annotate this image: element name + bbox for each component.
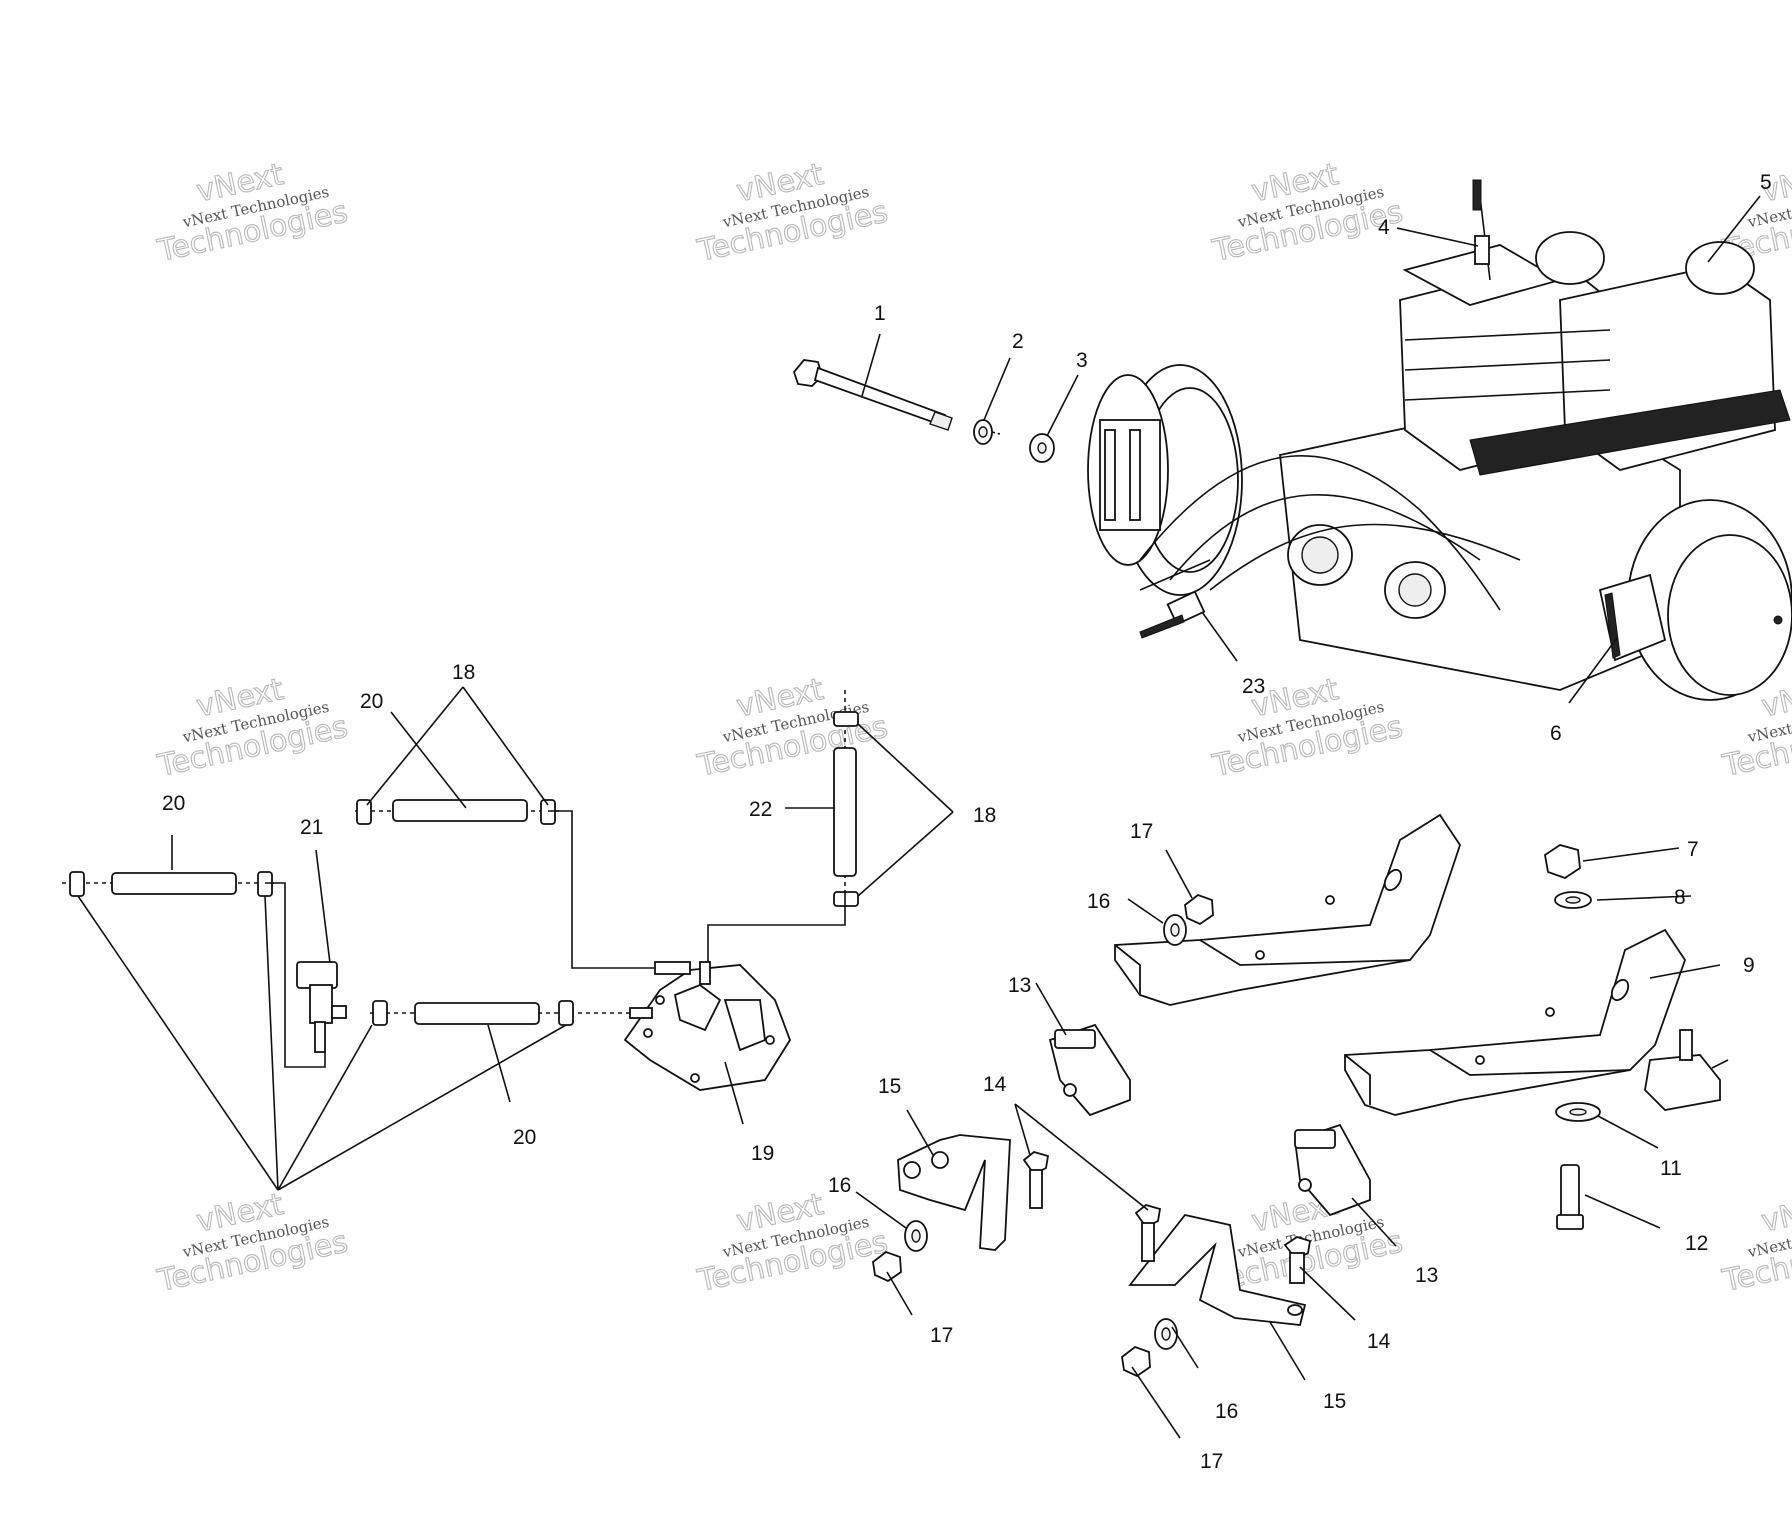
- callout-23: 23: [1242, 675, 1265, 698]
- callout-17b: 17: [930, 1324, 953, 1347]
- callout-20a: 20: [360, 690, 383, 713]
- callout-7: 7: [1687, 838, 1699, 861]
- callout-16b: 16: [828, 1174, 851, 1197]
- callout-4: 4: [1378, 216, 1390, 239]
- callout-labels: 1 2 3 4 5 6 7 8 9 11 12 13 13 14 14 15 1…: [162, 171, 1772, 1473]
- engine-assembly: [1087, 179, 1792, 701]
- bolt-and-washers: [792, 359, 1055, 463]
- callout-11: 11: [1660, 1157, 1682, 1180]
- watermark-1: vNext vNext Technologies Technologies: [153, 156, 351, 269]
- callout-15b: 15: [1323, 1390, 1346, 1413]
- callout-18a: 18: [452, 661, 475, 684]
- watermark-2: vNext vNext Technologies Technologies: [693, 156, 891, 269]
- callout-17c: 17: [1200, 1450, 1223, 1473]
- callout-16c: 16: [1215, 1400, 1238, 1423]
- watermark-6: vNext vNext Technologies Technologies: [693, 671, 891, 784]
- nuts-and-washers: [872, 844, 1601, 1378]
- watermark-5: vNext vNext Technologies Technologies: [153, 671, 351, 784]
- callout-14b: 14: [1367, 1330, 1391, 1353]
- mount-brackets: [897, 1134, 1307, 1326]
- callout-19: 19: [751, 1142, 774, 1165]
- callout-18b: 18: [973, 804, 996, 827]
- callout-12: 12: [1685, 1232, 1708, 1255]
- callout-2: 2: [1012, 330, 1024, 353]
- callout-6: 6: [1550, 722, 1562, 745]
- watermark-3: vNext vNext Technologies Technologies: [1208, 156, 1406, 269]
- mount-bolts: [1022, 1151, 1584, 1284]
- callout-8: 8: [1674, 886, 1686, 909]
- callout-22: 22: [749, 798, 772, 821]
- callout-20c: 20: [513, 1126, 536, 1149]
- mount-plates: [1114, 813, 1686, 1116]
- callout-14a: 14: [983, 1073, 1007, 1096]
- callout-13a: 13: [1008, 974, 1031, 997]
- watermark-12: vNext vNext Technologies Technologies: [1718, 1186, 1792, 1299]
- watermark-9: vNext vNext Technologies Technologies: [153, 1186, 351, 1299]
- callout-5: 5: [1760, 171, 1772, 194]
- callout-1: 1: [874, 302, 886, 325]
- callout-16a: 16: [1087, 890, 1110, 913]
- watermark-7: vNext vNext Technologies Technologies: [1208, 671, 1406, 784]
- callout-15a: 15: [878, 1075, 901, 1098]
- callout-9: 9: [1743, 954, 1755, 977]
- svg-text:vNext: vNext: [1759, 1187, 1792, 1240]
- callout-17a: 17: [1130, 820, 1153, 843]
- callout-20b: 20: [162, 792, 185, 815]
- leader-lines: [77, 195, 1761, 1439]
- callout-3: 3: [1076, 349, 1088, 372]
- callout-13b: 13: [1415, 1264, 1438, 1287]
- callout-21: 21: [300, 816, 323, 839]
